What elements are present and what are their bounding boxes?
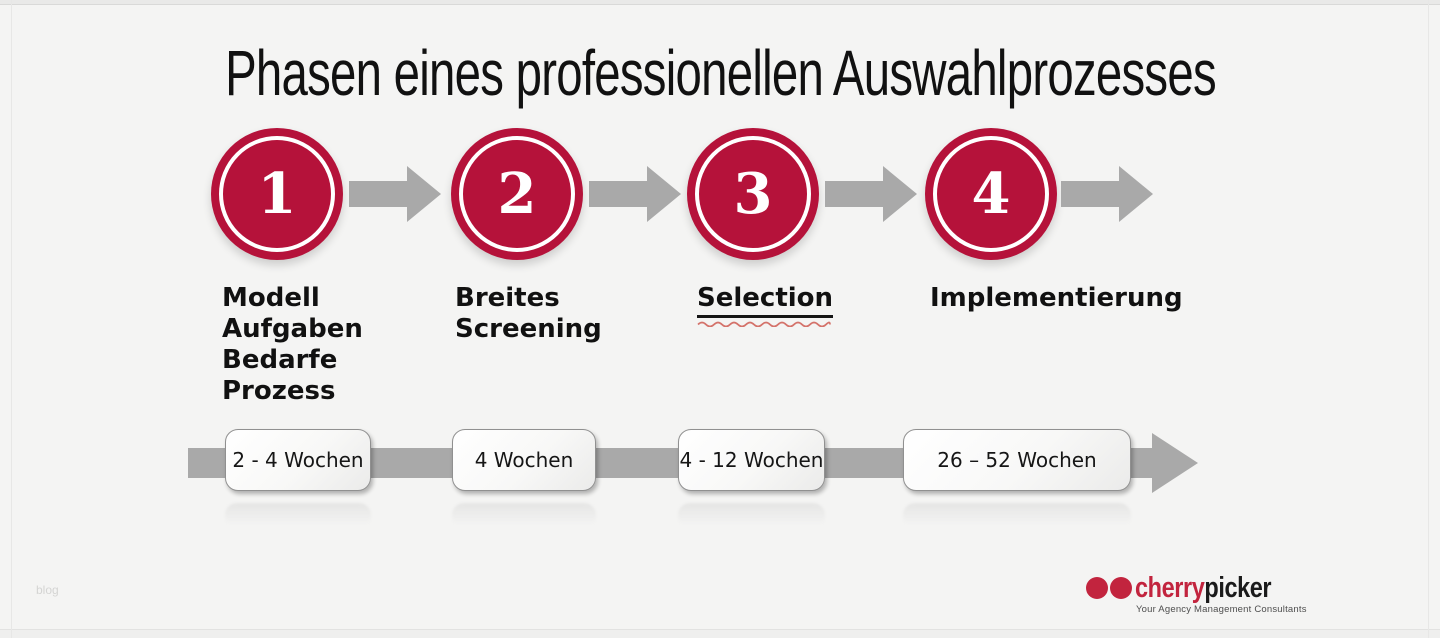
phase-label-4: Implementierung (930, 283, 1183, 314)
duration-box-1: 2 - 4 Wochen (225, 429, 371, 491)
phase-circle-3: 3 (687, 128, 819, 260)
arrow-head (407, 166, 441, 222)
brand-name-second: picker (1204, 571, 1272, 604)
brand-dot-icon (1110, 577, 1132, 599)
brand-tagline: Your Agency Management Consultants (1136, 604, 1307, 615)
phase-label-3: Selection (697, 283, 834, 327)
arrow-shaft (825, 181, 885, 207)
phase-label-1: Modell Aufgaben Bedarfe Prozess (222, 283, 363, 407)
spellcheck-wave-icon (697, 321, 831, 327)
brand-name-first: cherry (1135, 571, 1205, 604)
brand-dot-icon (1086, 577, 1108, 599)
brand-logo: cherrypicker Your Agency Management Cons… (1086, 571, 1307, 615)
phase-circle-2: 2 (451, 128, 583, 260)
duration-box-4: 26 – 52 Wochen (903, 429, 1131, 491)
arrow-shaft (589, 181, 649, 207)
frame-top-strip (0, 0, 1440, 5)
duration-text: 2 - 4 Wochen (232, 448, 364, 472)
flow-arrow-icon (1061, 166, 1153, 222)
phase-label-line: Prozess (222, 376, 336, 406)
brand-wordmark: cherrypicker (1135, 571, 1272, 605)
arrow-shaft (349, 181, 409, 207)
phase-label-line: Screening (455, 314, 602, 344)
arrow-head (883, 166, 917, 222)
phase-number-2: 2 (497, 161, 537, 227)
phase-label-2: Breites Screening (455, 283, 602, 345)
phase-label-line: Breites (455, 283, 560, 313)
flow-arrow-icon (349, 166, 441, 222)
phase-number-4: 4 (971, 161, 1011, 227)
phase-circle-1: 1 (211, 128, 343, 260)
duration-text: 4 Wochen (474, 448, 574, 472)
duration-box-reflection (903, 503, 1131, 529)
frame-left-line (11, 0, 12, 638)
arrow-head (1119, 166, 1153, 222)
duration-box-reflection (678, 503, 825, 529)
flow-arrow-icon (825, 166, 917, 222)
page-title: Phasen eines professionellen Auswahlproz… (0, 38, 1440, 126)
frame-bottom-strip (0, 629, 1440, 638)
phase-label-line: Implementierung (930, 283, 1183, 313)
phase-number-1: 1 (257, 161, 297, 227)
duration-box-2: 4 Wochen (452, 429, 596, 491)
phase-number-3: 3 (733, 161, 773, 227)
phase-circle-4: 4 (925, 128, 1057, 260)
page-title-text: Phasen eines professionellen Auswahlproz… (224, 37, 1217, 109)
duration-box-3: 4 - 12 Wochen (678, 429, 825, 491)
phase-label-line: Bedarfe (222, 345, 338, 375)
frame-right-line (1428, 0, 1429, 638)
phase-label-line: Aufgaben (222, 314, 363, 344)
flow-arrow-icon (589, 166, 681, 222)
arrow-head (647, 166, 681, 222)
duration-box-reflection (225, 503, 371, 529)
timeline-arrowhead-icon (1152, 433, 1198, 493)
watermark: blog (36, 583, 59, 597)
duration-box-reflection (452, 503, 596, 529)
duration-text: 26 – 52 Wochen (937, 448, 1097, 472)
phase-label-line: Selection (697, 283, 834, 318)
phase-label-line: Modell (222, 283, 320, 313)
duration-text: 4 - 12 Wochen (679, 448, 824, 472)
arrow-shaft (1061, 181, 1121, 207)
